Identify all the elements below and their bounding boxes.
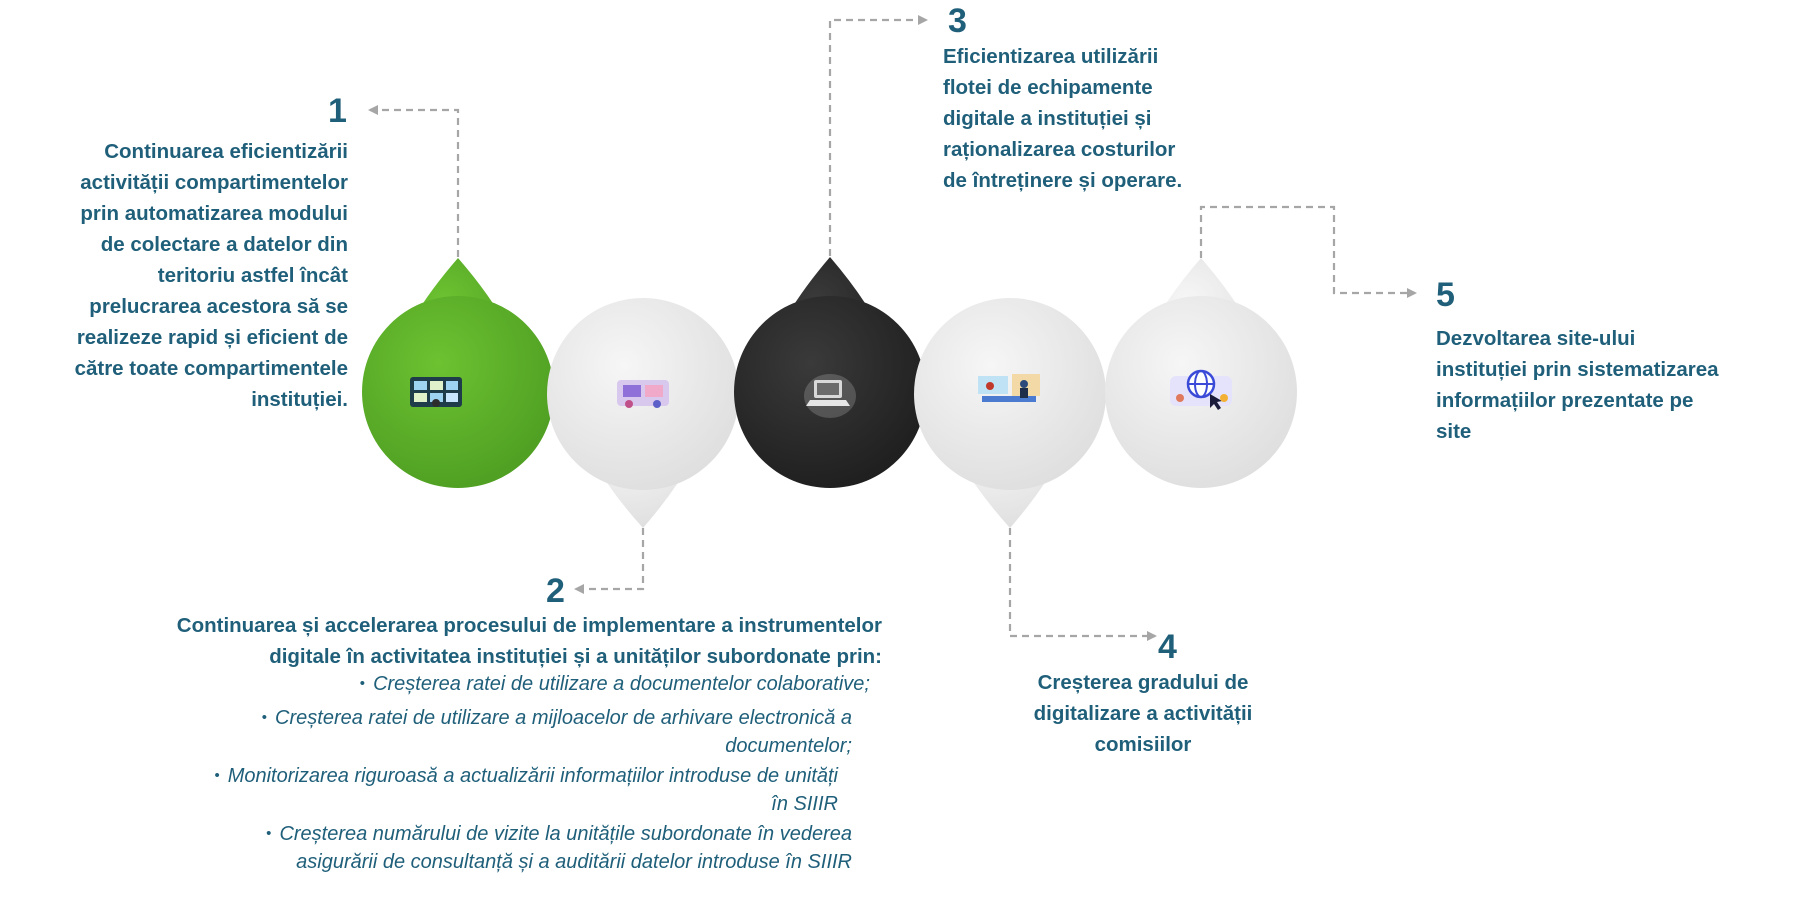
step-2-bullet-line: în SIIIR (0, 790, 838, 818)
step-5-text-line: Dezvoltarea site-ului (1436, 327, 1636, 350)
bullet-dot-icon: • (214, 767, 220, 784)
step-2-bullet-text: Creșterea ratei de utilizare a mijloacel… (275, 707, 852, 729)
step-2-bullet-text: Monitorizarea riguroasă a actualizării i… (227, 765, 838, 787)
step-5-text: Dezvoltarea site-ului instituției prin si… (1436, 323, 1786, 447)
step-2-bullet-text: în SIIIR (771, 793, 838, 815)
step-2-bullet-text: asigurării de consultanță și a auditării… (296, 851, 852, 873)
step-2-bullet-line: • Creșterea numărului de vizite la unităț… (0, 820, 852, 848)
step-2-bullet-text: Creșterea ratei de utilizare a documente… (373, 673, 870, 695)
bullet-dot-icon: • (266, 825, 272, 842)
step-2-bullet-line: • Creșterea ratei de utilizare a mijloace… (0, 704, 852, 732)
step-2-bullet-text: Creșterea numărului de vizite la unități… (279, 823, 852, 845)
step-1-shape (362, 258, 554, 488)
step-2-bullet-item: • Creșterea ratei de utilizare a document… (0, 670, 870, 698)
step-2-bullet-item: • Monitorizarea riguroasă a actualizării … (0, 762, 838, 818)
step-1-number: 1 (328, 92, 347, 130)
bullet-dot-icon: • (359, 675, 366, 692)
step-2-shape (547, 298, 739, 528)
step-2-number: 2 (546, 572, 565, 610)
step-1-text-line: teritoriu astfel încât (157, 264, 348, 287)
step-4-shape (914, 298, 1106, 528)
digital-collaboration-icon (617, 380, 669, 408)
step-5-text-line: site (1436, 420, 1472, 443)
step-2-bullet-item: • Creșterea numărului de vizite la unităț… (0, 820, 852, 876)
connector-4 (1008, 528, 1157, 641)
step-2-bullet-line: documentelor; (0, 732, 852, 760)
website-globe-icon (1170, 369, 1232, 410)
step-2-text: Continuarea și accelerarea procesului de… (0, 610, 882, 672)
step-2-text-line: digitale în activitatea instituției și a… (269, 645, 882, 668)
step-2-bullet-text: documentelor; (725, 735, 852, 757)
connector-5 (1199, 205, 1417, 298)
step-3-text-line: de întreținere și operare. (943, 169, 1183, 192)
step-3-text-line: digitale a instituției și (943, 107, 1152, 130)
step-5-number: 5 (1436, 276, 1455, 314)
step-1-text-line: Continuarea eficientizării (104, 140, 348, 163)
connector-1 (368, 105, 460, 257)
step-1-text-line: realizeze rapid și eficient de (76, 326, 348, 349)
step-3-text-line: Eficientizarea utilizării (943, 45, 1159, 68)
step-2-text-line: Continuarea și accelerarea procesului de… (176, 614, 882, 637)
connector-3 (828, 15, 928, 256)
step-4-text-line: Creșterea gradului de (1037, 671, 1249, 694)
step-3-number: 3 (948, 2, 967, 40)
step-2-bullet-item: • Creșterea ratei de utilizare a mijloace… (0, 704, 852, 760)
step-1-text-line: de colectare a datelor din (100, 233, 348, 256)
step-2-bullet-line: asigurării de consultanță și a auditării… (0, 848, 852, 876)
bullet-dot-icon: • (261, 709, 268, 726)
step-1-text-line: activității compartimentelor (80, 171, 348, 194)
step-4-text: Creșterea gradului de digitalizare a acti… (1008, 667, 1278, 760)
monitoring-dashboard-icon (410, 377, 462, 407)
step-1-text-line: către toate compartimentele (74, 357, 348, 380)
step-1-text-line: instituției. (251, 388, 348, 411)
step-3-text-line: flotei de echipamente (943, 76, 1153, 99)
step-3-shape (734, 257, 926, 488)
step-4-text-line: digitalizare a activității (1033, 702, 1253, 725)
step-1-text-line: prin automatizarea modului (80, 202, 348, 225)
step-1-text: Continuarea eficientizării activității co… (0, 136, 348, 415)
connector-2 (574, 528, 645, 594)
laptop-printer-icon (804, 374, 856, 418)
step-5-text-line: instituției prin sistematizarea (1436, 358, 1719, 381)
step-4-text-line: comisiilor (1094, 733, 1192, 756)
step-3-text: Eficientizarea utilizării flotei de echip… (943, 41, 1303, 196)
step-2-bullet-line: • Monitorizarea riguroasă a actualizării … (0, 762, 838, 790)
step-3-text-line: raționalizarea costurilor (943, 138, 1176, 161)
step-2-bullet-line: • Creșterea ratei de utilizare a document… (0, 670, 870, 698)
connectors (368, 15, 1417, 641)
step-1-text-line: prelucrarea acestora să se (89, 295, 348, 318)
step-4-number: 4 (1158, 628, 1177, 666)
step-5-text-line: informațiilor prezentate pe (1436, 389, 1694, 412)
committee-meeting-icon (978, 374, 1040, 402)
